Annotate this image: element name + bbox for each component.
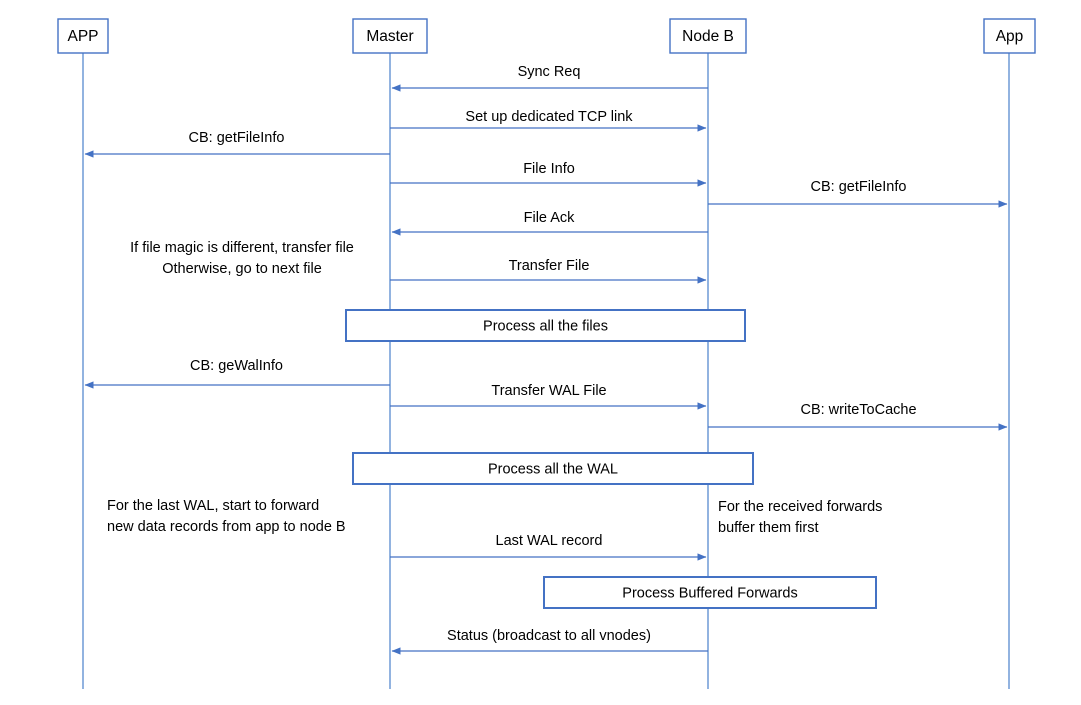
- message-label-m5: CB: getFileInfo: [811, 179, 907, 195]
- message-label-m11: Last WAL record: [496, 533, 603, 549]
- process-box-label-p1: Process all the files: [483, 319, 608, 335]
- lifeline-label-node_b: Node B: [682, 28, 734, 45]
- message-label-m9: Transfer WAL File: [491, 383, 606, 399]
- lifeline-app_right: App: [983, 18, 1036, 689]
- message-label-m2: Set up dedicated TCP link: [465, 109, 633, 125]
- lifeline-label-app_right: App: [996, 28, 1024, 45]
- note-line: If file magic is different, transfer fil…: [130, 240, 354, 256]
- process-box-label-p3: Process Buffered Forwards: [622, 586, 797, 602]
- message-label-m12: Status (broadcast to all vnodes): [447, 628, 651, 644]
- message-m7[interactable]: Transfer File: [390, 258, 707, 284]
- lifeline-head-box-node_b[interactable]: [669, 18, 747, 54]
- message-m1[interactable]: Sync Req: [391, 64, 708, 92]
- message-m2[interactable]: Set up dedicated TCP link: [390, 109, 707, 132]
- message-m6[interactable]: File Ack: [391, 210, 708, 236]
- process-box-p3[interactable]: Process Buffered Forwards: [543, 576, 877, 609]
- message-label-m8: CB: geWalInfo: [190, 358, 283, 374]
- message-m4[interactable]: File Info: [390, 161, 707, 187]
- note-line: Otherwise, go to next file: [162, 261, 322, 277]
- message-m5[interactable]: CB: getFileInfo: [708, 179, 1008, 208]
- note-line: buffer them first: [718, 520, 818, 536]
- message-label-m1: Sync Req: [518, 64, 581, 80]
- lifeline-master: Master: [352, 18, 428, 689]
- process-box-rect-p2: [352, 452, 754, 485]
- lifeline-app_left: APP: [57, 18, 109, 689]
- notes-layer: If file magic is different, transfer fil…: [107, 240, 882, 536]
- message-m12[interactable]: Status (broadcast to all vnodes): [391, 628, 708, 655]
- message-label-m4: File Info: [523, 161, 575, 177]
- note-n1: If file magic is different, transfer fil…: [130, 240, 354, 277]
- process-box-p2[interactable]: Process all the WAL: [352, 452, 754, 485]
- message-m9[interactable]: Transfer WAL File: [390, 383, 707, 410]
- process-box-label-p2: Process all the WAL: [488, 462, 618, 478]
- note-n3: For the received forwards buffer them fir…: [718, 499, 882, 536]
- lifeline-head-box-app_left[interactable]: [57, 18, 109, 54]
- lifeline-head-box-app_right[interactable]: [983, 18, 1036, 54]
- message-m3[interactable]: CB: getFileInfo: [84, 130, 390, 158]
- message-label-m10: CB: writeToCache: [800, 402, 916, 418]
- note-line: For the received forwards: [718, 499, 882, 515]
- lifeline-head-box-master[interactable]: [352, 18, 428, 54]
- message-label-m7: Transfer File: [509, 258, 590, 274]
- message-m10[interactable]: CB: writeToCache: [708, 402, 1008, 431]
- process-box-p1[interactable]: Process all the files: [345, 309, 746, 342]
- note-line: For the last WAL, start to forward: [107, 498, 319, 514]
- message-label-m6: File Ack: [524, 210, 576, 226]
- lifeline-label-master: Master: [366, 28, 413, 45]
- note-n2: For the last WAL, start to forward new da…: [107, 498, 346, 535]
- message-m11[interactable]: Last WAL record: [390, 533, 707, 561]
- note-line: new data records from app to node B: [107, 519, 346, 535]
- process-box-rect-p3: [543, 576, 877, 609]
- lifelines-layer: APP Master Node B App: [57, 18, 1036, 689]
- message-m8[interactable]: CB: geWalInfo: [84, 358, 390, 389]
- message-label-m3: CB: getFileInfo: [189, 130, 285, 146]
- lifeline-label-app_left: APP: [67, 28, 98, 45]
- process-box-rect-p1: [345, 309, 746, 342]
